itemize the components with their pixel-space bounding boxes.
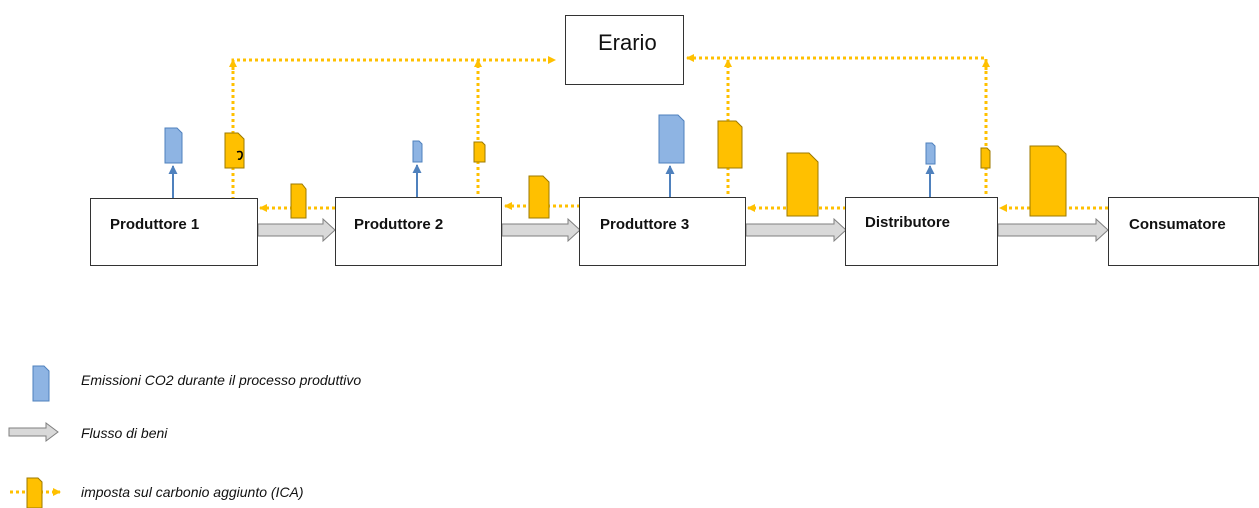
goods-arrow-p1-p2 [257, 217, 336, 243]
emission-block-p1 [164, 127, 183, 164]
tax-block-dist [980, 147, 991, 169]
tax-payment-lines [10, 54, 1108, 496]
tax-block-p1 [224, 132, 245, 169]
emission-block-dist [925, 142, 936, 165]
actor-box-p2: Produttore 2 [335, 197, 502, 266]
actor-box-p3: Produttore 3 [579, 197, 746, 266]
emission-block-p3 [658, 114, 685, 164]
legend-goods-label: Flusso di beni [81, 425, 168, 441]
actor-label-dist: Distributore [865, 214, 951, 231]
legend-tax-block [26, 477, 43, 508]
tax-block-p3 [717, 120, 743, 169]
legend-goods-arrow [8, 422, 59, 442]
hook-mark [236, 150, 243, 160]
emission-block-p2 [412, 140, 423, 163]
goods-arrow-p3-dist [745, 217, 847, 243]
tax-line-p1 [231, 56, 556, 200]
emission-arrows [168, 164, 935, 198]
treasury-box: Erario [565, 15, 684, 85]
tax-blocks [26, 120, 1067, 508]
tax-block-p2 [473, 141, 486, 163]
tax-block-cons-dist [1029, 145, 1067, 217]
actor-box-p1: Produttore 1 [90, 198, 258, 266]
actor-label-p3: Produttore 3 [600, 216, 690, 233]
goods-flow-arrows [8, 217, 1109, 442]
actor-box-dist: Distributore [845, 197, 998, 266]
legend-tax-label: imposta sul carbonio aggiunto (ICA) [81, 484, 304, 500]
legend-emission-block [32, 365, 50, 402]
tax-block-dist-p3 [786, 152, 819, 217]
emission-blocks [32, 114, 936, 402]
actor-label-p2: Produttore 2 [354, 216, 444, 233]
tax-block-p2-p1 [290, 183, 307, 219]
actor-box-cons: Consumatore [1108, 197, 1259, 266]
actor-label-p1: Produttore 1 [110, 216, 200, 233]
treasury-label: Erario [598, 30, 657, 55]
legend-emissions-label: Emissioni CO2 durante il processo produt… [81, 372, 362, 388]
goods-arrow-dist-cons [997, 217, 1109, 243]
goods-arrow-p2-p3 [501, 217, 581, 243]
actor-label-cons: Consumatore [1129, 216, 1226, 233]
tax-block-p3-p2 [528, 175, 550, 219]
